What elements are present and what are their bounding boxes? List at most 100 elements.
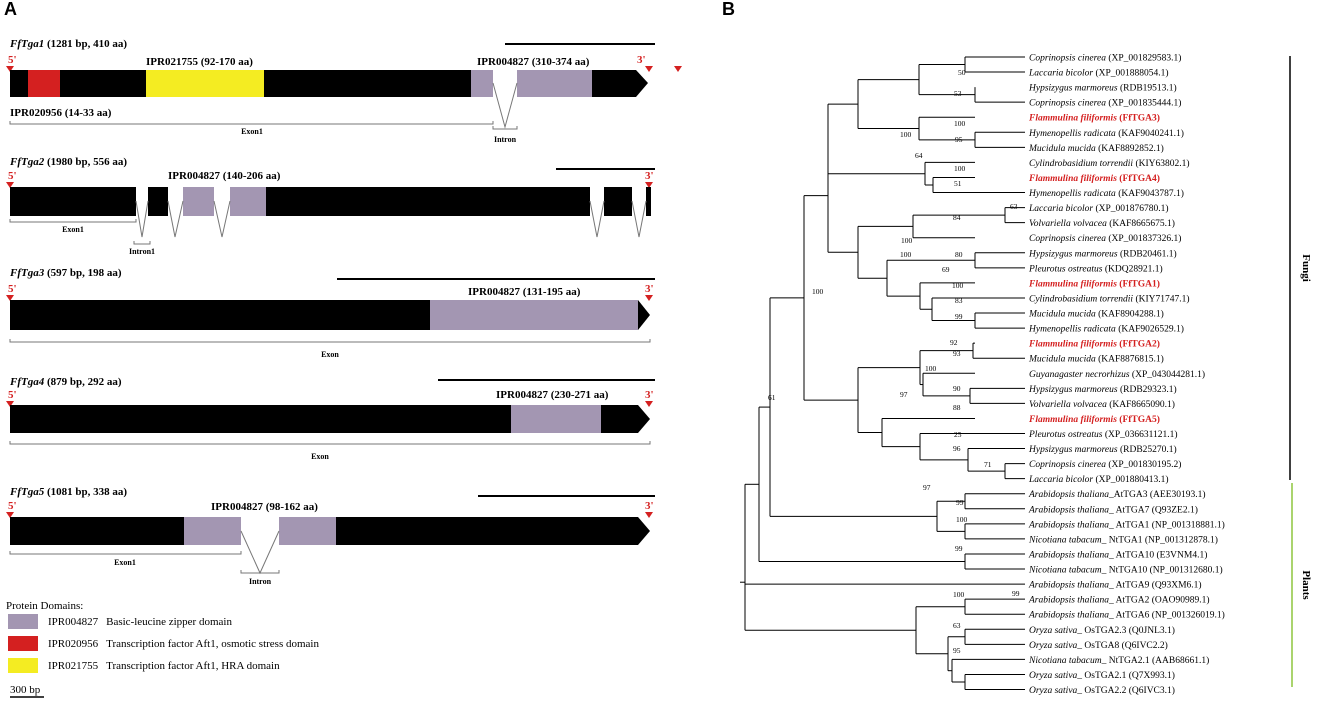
leaf-species: Flammulina filiformis xyxy=(1028,114,1117,124)
gene-name: FfTga4 xyxy=(9,376,45,388)
exon-label: Exon xyxy=(311,452,329,461)
gene-title: FfTga4 (879 bp, 292 aa) xyxy=(9,376,122,388)
exon1-label: Exon1 xyxy=(62,225,84,234)
leaf-accession: (KAF8876815.1) xyxy=(1096,354,1164,365)
leaf-label: Arabidopsis thaliana_AtTGA3 (AEE30193.1) xyxy=(1028,489,1206,500)
exon2 xyxy=(279,517,650,545)
domain-ipr004827-a xyxy=(471,70,493,97)
leaf-accession: (XP_001837326.1) xyxy=(1106,233,1181,244)
bootstrap-value: 100 xyxy=(900,130,912,139)
exon4 xyxy=(266,187,590,216)
exon1-bracket xyxy=(9,219,137,223)
leaf-label: Volvariella volvacea (KAF8665675.1) xyxy=(1029,218,1175,229)
leaf-species: Pleurotus ostreatus xyxy=(1028,430,1103,440)
leaf-species: Oryza sativa xyxy=(1029,686,1078,696)
tree-leaves: Coprinopsis cinerea (XP_001829583.1)Lacc… xyxy=(1028,53,1225,697)
leaf-species: Guyanagaster necrorhizus xyxy=(1029,370,1130,380)
leaf-accession: (KIY63802.1) xyxy=(1133,158,1189,169)
leaf-label: Pleurotus ostreatus (XP_036631121.1) xyxy=(1028,429,1178,440)
leaf-label: Nicotiana tabacum_ NtTGA10 (NP_001312680… xyxy=(1028,565,1223,576)
leaf-species: Oryza sativa xyxy=(1029,641,1078,651)
leaf-label: Nicotiana tabacum_ NtTGA2.1 (AAB68661.1) xyxy=(1028,655,1209,666)
leaf-accession: _ OsTGA8 (Q6IVC2.2) xyxy=(1076,640,1168,651)
leaf-label: Mucidula mucida (KAF8904288.1) xyxy=(1028,309,1164,320)
legend-id: IPR021755 xyxy=(48,660,99,672)
bootstrap-value: 90 xyxy=(953,384,961,393)
leaf-accession: (KAF8904288.1) xyxy=(1096,309,1164,320)
leaf-species: Hypsizygus marmoreus xyxy=(1028,249,1118,259)
intron-line xyxy=(240,530,280,575)
leaf-accession: (RDB25270.1) xyxy=(1118,444,1177,455)
leaf-accession: (RDB20461.1) xyxy=(1118,248,1177,259)
gene-name: FfTga3 xyxy=(9,267,45,279)
leaf-label: Cylindrobasidium torrendii (KIY63802.1) xyxy=(1029,158,1190,169)
leaf-label: Hymenopellis radicata (KAF9040241.1) xyxy=(1028,128,1184,139)
leaf-accession: (KAF8892852.1) xyxy=(1096,143,1164,154)
leaf-accession: (KAF9043787.1) xyxy=(1116,188,1184,199)
gene-fftga3: FfTga3 (597 bp, 198 aa) IPR004827 (131-1… xyxy=(6,267,655,359)
leaf-species: Arabidopsis thaliana xyxy=(1028,520,1109,530)
intron1-bracket xyxy=(133,241,151,245)
leaf-label: Hymenopellis radicata (KAF9043787.1) xyxy=(1028,188,1184,199)
leaf-species: Flammulina filiformis xyxy=(1028,415,1117,425)
leaf-label: Flammulina filiformis (FfTGA3) xyxy=(1028,113,1160,124)
leaf-label: Pleurotus ostreatus (KDQ28921.1) xyxy=(1028,263,1163,274)
bootstrap-value: 100 xyxy=(953,590,965,599)
gene-fftga2: FfTga2 (1980 bp, 556 aa) IPR004827 (140-… xyxy=(6,156,655,256)
gene-size: (1980 bp, 556 aa) xyxy=(44,156,127,168)
gene-fftga1: FfTga1 (1281 bp, 410 aa) 5' 3' IPR021755… xyxy=(6,38,682,144)
gene-size: (597 bp, 198 aa) xyxy=(44,267,122,279)
leaf-species: Oryza sativa xyxy=(1029,671,1078,681)
intron-label: Intron xyxy=(249,577,272,586)
leaf-species: Laccaria bicolor xyxy=(1028,475,1093,485)
gene-size: (1281 bp, 410 aa) xyxy=(44,38,127,50)
leaf-species: Cylindrobasidium torrendii xyxy=(1029,159,1133,169)
bootstrap-value: 100 xyxy=(952,281,964,290)
leaf-label: Laccaria bicolor (XP_001888054.1) xyxy=(1028,68,1169,79)
leaf-label: Flammulina filiformis (FfTGA4) xyxy=(1028,173,1160,184)
leaf-accession: (RDB19513.1) xyxy=(1118,83,1177,94)
bootstrap-value: 84 xyxy=(953,213,961,222)
extra-marker xyxy=(674,66,682,72)
leaf-accession: _ AtTGA7 (Q93ZE2.1) xyxy=(1108,504,1198,515)
domain-ipr004827-b xyxy=(517,70,592,97)
three-prime-label: 3' xyxy=(645,500,654,512)
bootstrap-value: 63 xyxy=(1010,202,1018,211)
gene-fftga4: FfTga4 (879 bp, 292 aa) IPR004827 (230-2… xyxy=(6,376,655,461)
exon4-bzip xyxy=(230,187,266,216)
domain-ipr004827 xyxy=(430,300,638,330)
leaf-species: Volvariella volvacea xyxy=(1029,400,1107,410)
gene-title: FfTga5 (1081 bp, 338 aa) xyxy=(9,486,127,498)
leaf-label: Oryza sativa_ OsTGA2.2 (Q6IVC3.1) xyxy=(1029,685,1175,696)
leaf-label: Flammulina filiformis (FfTGA2) xyxy=(1028,339,1160,350)
leaf-label: Arabidopsis thaliana_ AtTGA6 (NP_0013260… xyxy=(1028,610,1225,621)
exon-label: Exon xyxy=(321,350,339,359)
legend-swatch-bzip xyxy=(8,614,38,629)
leaf-species: Flammulina filiformis xyxy=(1028,174,1117,184)
exon2 xyxy=(148,187,168,216)
leaf-label: Coprinopsis cinerea (XP_001830195.2) xyxy=(1029,459,1181,470)
leaf-species: Nicotiana tabacum xyxy=(1028,535,1102,545)
three-prime-label: 3' xyxy=(645,170,654,182)
leaf-label: Hypsizygus marmoreus (RDB20461.1) xyxy=(1028,248,1177,259)
leaf-species: Arabidopsis thaliana xyxy=(1028,550,1109,560)
gene-title: FfTga1 (1281 bp, 410 aa) xyxy=(9,38,127,50)
leaf-species: Arabidopsis thaliana xyxy=(1028,490,1109,500)
domain-ipr021755 xyxy=(146,70,264,97)
bootstrap-value: 64 xyxy=(915,151,923,160)
five-prime-marker xyxy=(6,401,14,407)
leaf-label: Oryza sativa_ OsTGA2.1 (Q7X993.1) xyxy=(1029,670,1175,681)
three-prime-label: 3' xyxy=(645,283,654,295)
intron-line-1 xyxy=(135,200,149,238)
leaf-label: Cylindrobasidium torrendii (KIY71747.1) xyxy=(1029,293,1190,304)
leaf-accession: (FfTGA4) xyxy=(1117,173,1160,184)
intron-line-5 xyxy=(631,200,647,238)
bootstrap-value: 95 xyxy=(953,646,961,655)
domain-ipr020956 xyxy=(28,70,60,97)
leaf-label: Flammulina filiformis (FfTGA5) xyxy=(1028,414,1160,425)
legend-swatch-osmotic xyxy=(8,636,38,651)
legend-desc: Transcription factor Aft1, HRA domain xyxy=(106,660,280,672)
leaf-species: Arabidopsis thaliana xyxy=(1028,611,1109,621)
bootstrap-value: 96 xyxy=(953,444,961,453)
